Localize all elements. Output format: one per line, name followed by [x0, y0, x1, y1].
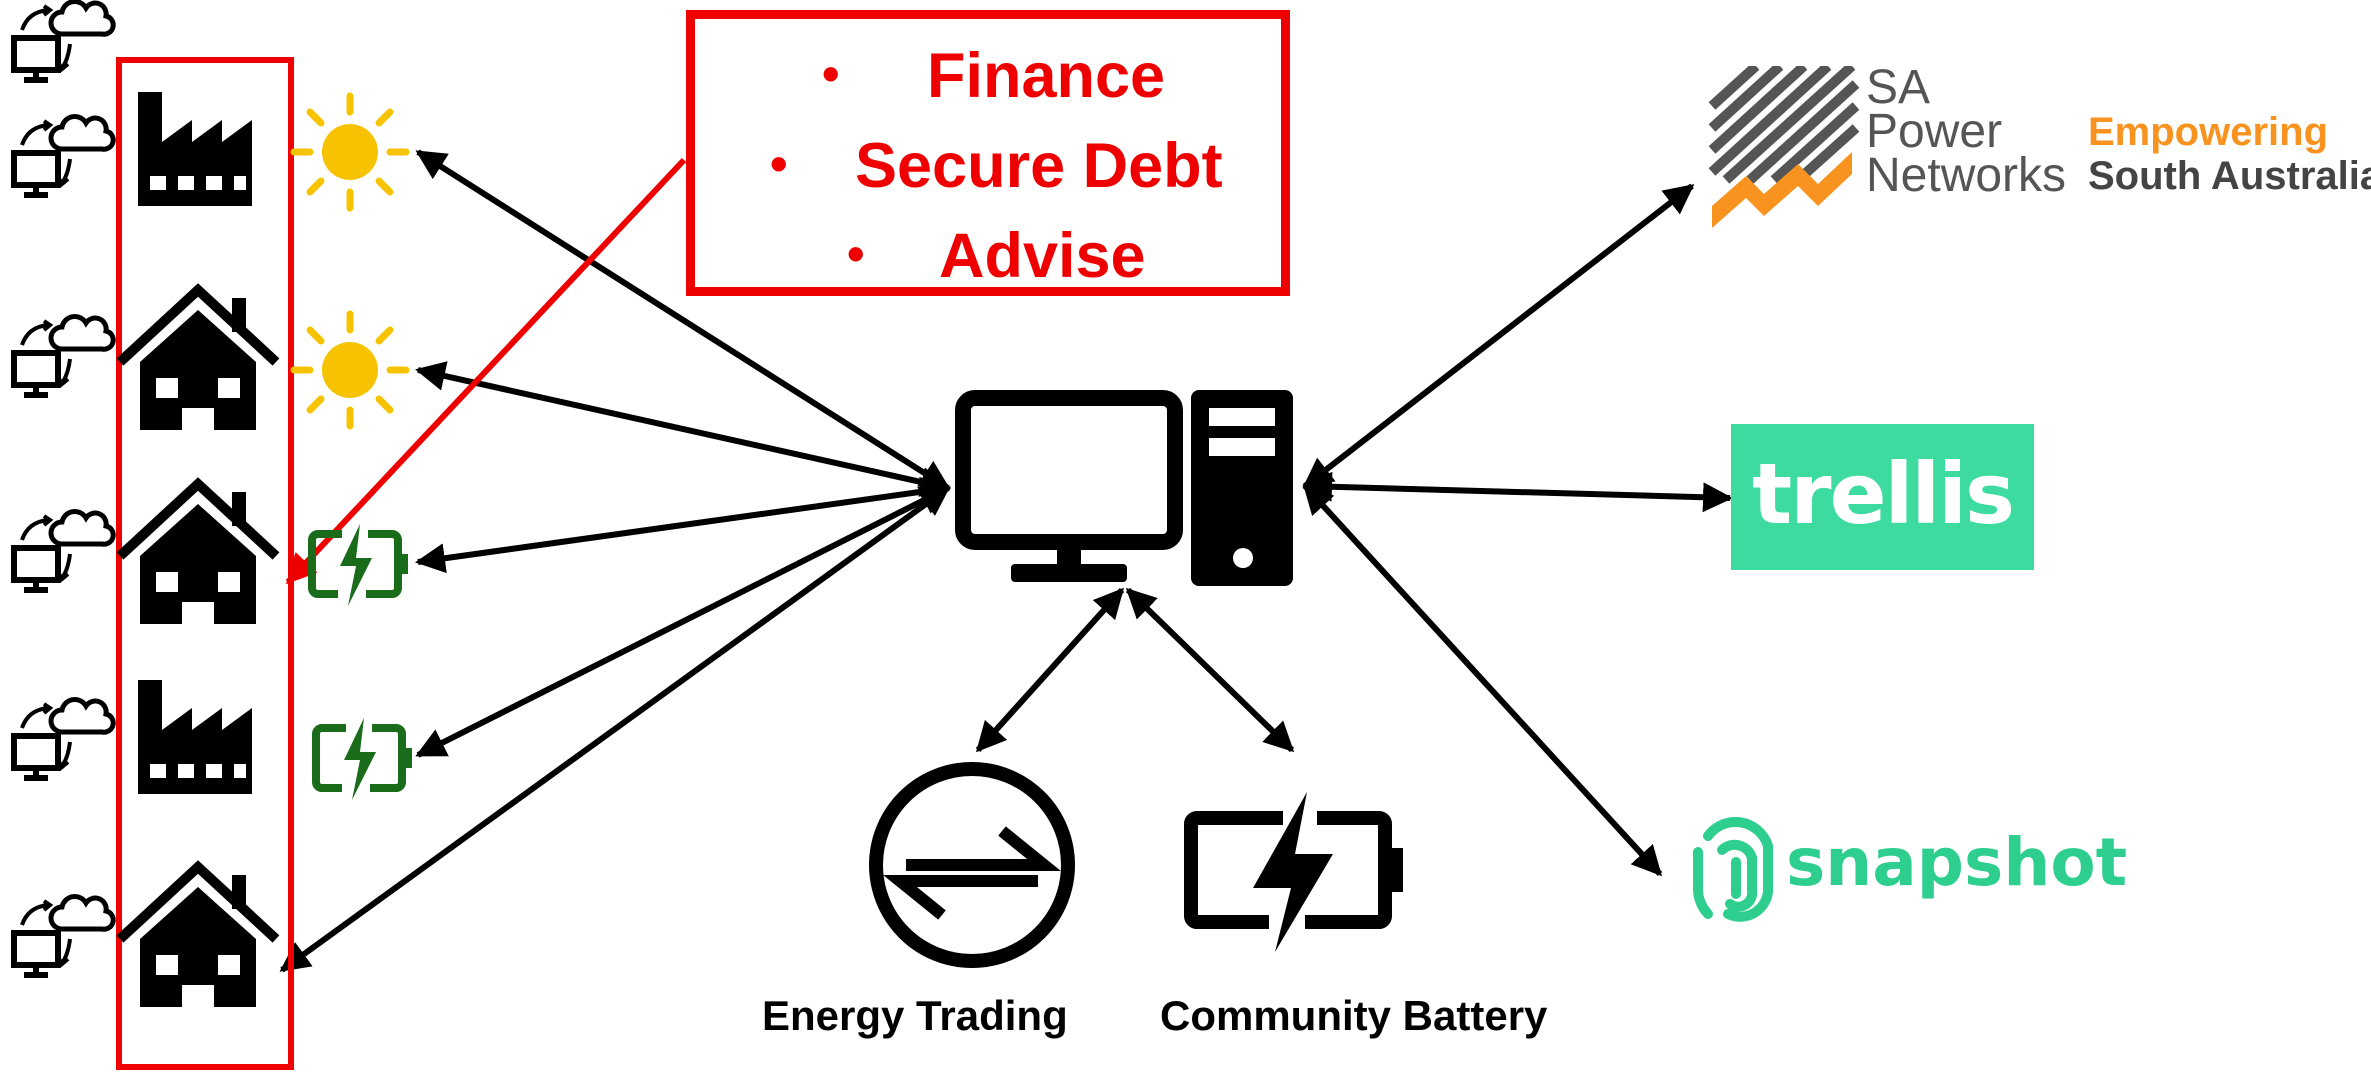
snapshot-wordmark: snapshot — [1786, 824, 2128, 901]
empowering-line1: Empowering — [2088, 110, 2329, 154]
sun-icon — [294, 314, 406, 426]
sapn-stripes-logo — [1708, 66, 1860, 228]
sapn-line1: SA — [1866, 61, 1931, 114]
link-hub-house-5 — [279, 485, 951, 973]
factory-icon — [138, 92, 252, 206]
advise-label: Advise — [939, 221, 1146, 291]
bullet: • — [847, 226, 865, 282]
house-icon — [120, 484, 276, 624]
computer-cloud-sync-icon — [11, 0, 116, 83]
finance-arrow — [285, 157, 687, 585]
link-hub-trading — [975, 587, 1125, 753]
snapshot-fingerprint-icon — [1692, 817, 1774, 922]
exchange-arrows-icon — [869, 762, 1075, 968]
sun-icon — [294, 96, 406, 208]
participant-group-outline — [116, 57, 294, 1070]
link-hub-battery-2 — [415, 485, 951, 758]
bullet: • — [770, 136, 788, 192]
factory-icon — [138, 680, 252, 794]
finance-label: Finance — [927, 41, 1166, 111]
secure-debt-label: Secure Debt — [855, 131, 1223, 201]
house-icon — [120, 867, 276, 1007]
trellis-wordmark: trellis — [1752, 445, 2015, 543]
community-battery-caption: Community Battery — [1160, 992, 1548, 1039]
link-hub-community — [1125, 587, 1295, 753]
asset-icons — [290, 80, 420, 800]
sapn-line2: Power — [1866, 105, 2003, 158]
sapn-line3: Networks — [1866, 149, 2067, 202]
desktop-computer-icon — [955, 390, 1293, 586]
battery-icon — [312, 524, 408, 606]
link-hub-snapshot — [1302, 483, 1663, 877]
trellis-logo: trellis — [1731, 424, 2034, 570]
participant-icons — [0, 92, 300, 1073]
empowering-line2: South Australia — [2088, 154, 2371, 198]
battery-icon — [316, 718, 412, 800]
battery-icon — [1184, 792, 1403, 952]
energy-trading-caption: Energy Trading — [762, 992, 1068, 1039]
link-hub-trellis — [1302, 471, 1733, 513]
bullet: • — [822, 46, 840, 102]
link-hub-sapn — [1302, 183, 1695, 489]
sync-icon-column — [11, 0, 120, 1073]
link-hub-sun-2 — [415, 361, 951, 497]
house-icon — [120, 290, 276, 430]
finance-box: • Finance • Secure Debt • Advise — [686, 10, 1290, 296]
